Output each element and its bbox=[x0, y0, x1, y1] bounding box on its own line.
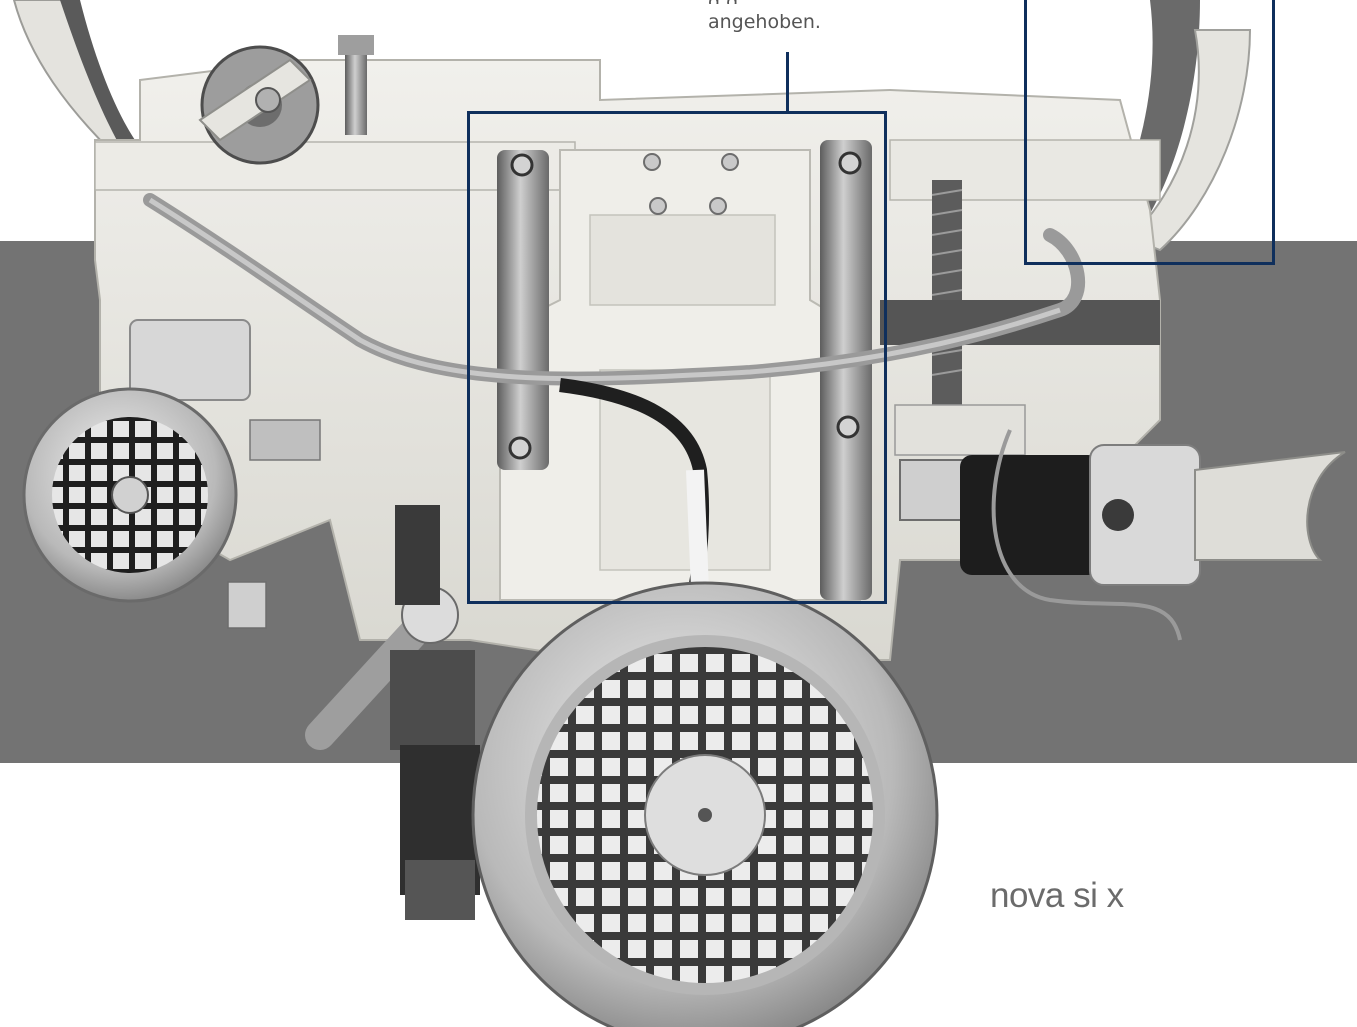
callout-caption: g g angehoben. bbox=[708, 0, 938, 38]
product-name: nova si x bbox=[990, 876, 1124, 915]
callout-frame-arm bbox=[1024, 0, 1275, 265]
callout-leader-line bbox=[786, 52, 789, 113]
callout-caption-text: angehoben. bbox=[708, 11, 821, 33]
callout-frame-slide bbox=[467, 111, 887, 604]
callout-caption-partial: g g bbox=[708, 0, 938, 4]
